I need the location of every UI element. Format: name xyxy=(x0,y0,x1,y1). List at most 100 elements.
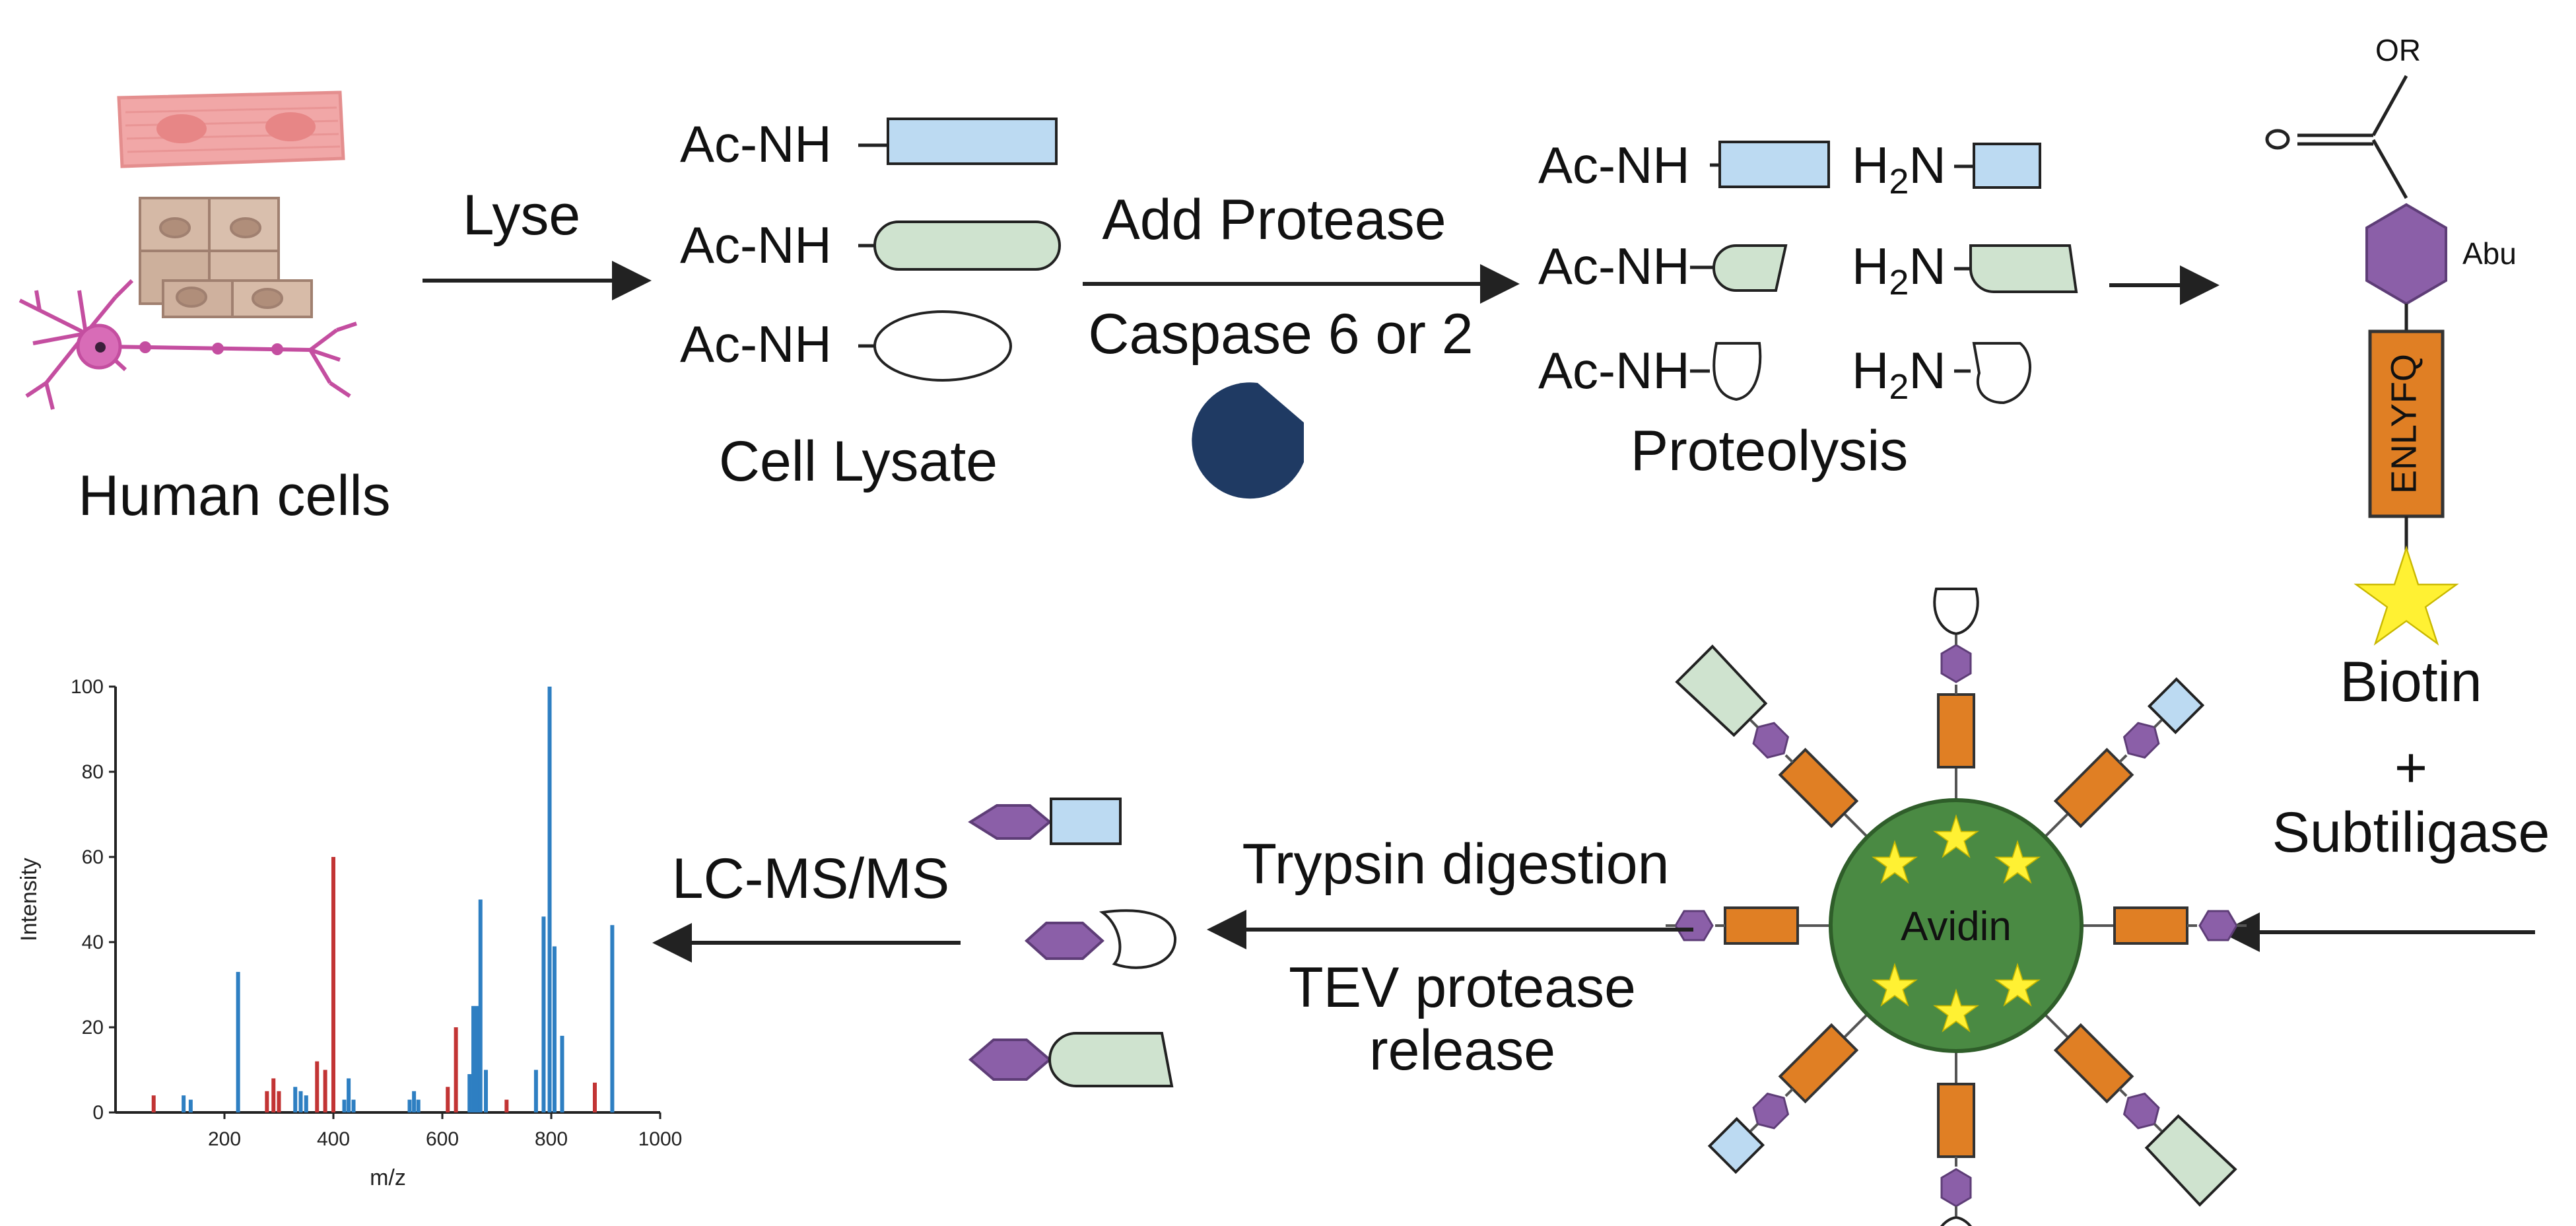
green-fragment-icon xyxy=(1969,244,2078,293)
proteolysis-label: Proteolysis xyxy=(1631,419,1909,483)
human-cells-label: Human cells xyxy=(78,464,390,528)
spectrum-peak xyxy=(293,1087,298,1112)
spectrum-peak xyxy=(478,899,483,1112)
subtiligase-label: Subtiligase xyxy=(2272,801,2550,864)
protease-pacman-icon xyxy=(1192,382,1304,499)
abu-hexagon-icon xyxy=(1025,922,1104,960)
tev-label-line1: TEV protease xyxy=(1289,956,1636,1019)
spectrum-peak xyxy=(304,1095,308,1112)
spectrum-peak xyxy=(533,1070,538,1112)
x-tick-label: 400 xyxy=(317,1128,350,1150)
spectrum-peak xyxy=(182,1095,186,1112)
spectrum-peak xyxy=(277,1091,281,1112)
trypsin-label: Trypsin digestion xyxy=(1242,833,1670,896)
blue-protein-icon xyxy=(1707,1116,1765,1175)
mass-spectrum-chart: 200 400 600 800 1000 0 20 40 60 80 100 m/z Intensi… xyxy=(17,676,682,1190)
spectrum-peak xyxy=(552,946,557,1112)
green-peptide-icon xyxy=(1048,1032,1174,1087)
spectrum-peak xyxy=(298,1091,303,1112)
spectrum-peak xyxy=(446,1087,450,1112)
biotin-star-icon xyxy=(2356,548,2457,644)
green-protein-icon xyxy=(1675,644,1768,737)
cell-lysate-label: Cell Lysate xyxy=(719,430,998,493)
blue-peptide-icon xyxy=(1050,798,1122,845)
y-tick-label: 60 xyxy=(82,846,104,868)
neuron-icon xyxy=(18,279,357,410)
muscle-cell-icon xyxy=(117,90,345,168)
spectrum-peak xyxy=(610,925,615,1112)
white-fragment-icon xyxy=(1712,342,1762,401)
spectrum-peak xyxy=(315,1061,320,1112)
or-label: OR xyxy=(2375,33,2421,67)
spectrum-peak xyxy=(471,1005,476,1112)
y-tick-label: 0 xyxy=(92,1102,104,1124)
spectrum-peak xyxy=(475,1005,479,1112)
avidin-label: Avidin xyxy=(1901,904,2012,949)
biotin-label: Biotin xyxy=(2340,650,2482,714)
spectrum-peak xyxy=(151,1095,156,1112)
proteolysis-fragments: Ac-NH H2N Ac-NH H2N Ac-NH H2N xyxy=(1538,136,2078,407)
ac-nh-label: Ac-NH xyxy=(680,216,832,274)
abu-hexagon-icon xyxy=(968,1039,1052,1081)
blue-protein-icon xyxy=(2147,677,2205,735)
carbonyl-oxygen-icon xyxy=(2265,129,2290,150)
spectrum-peak xyxy=(323,1070,327,1112)
spectrum-peak xyxy=(541,916,546,1112)
spectrum-peak xyxy=(484,1070,488,1112)
abu-label: Abu xyxy=(2462,236,2517,271)
spectrum-peak xyxy=(593,1082,597,1112)
y-tick-label: 100 xyxy=(71,676,104,698)
x-axis-label: m/z xyxy=(370,1165,406,1190)
lcms-label: LC-MS/MS xyxy=(672,847,949,910)
h2n-label: H2N xyxy=(1852,237,1946,302)
white-fragment-icon xyxy=(1972,342,2031,405)
spectrum-peak xyxy=(416,1099,421,1112)
tev-label-line2: release xyxy=(1369,1019,1555,1082)
white-protein-icon xyxy=(1933,588,1979,636)
spectrum-peak xyxy=(347,1078,351,1112)
spectrum-peak xyxy=(271,1078,276,1112)
green-protein-icon xyxy=(2144,1114,2237,1207)
spectrum-peak xyxy=(412,1091,417,1112)
spectrum-peak xyxy=(560,1035,564,1112)
enlyfq-linker-icon xyxy=(2368,329,2445,518)
green-protein-icon xyxy=(873,221,1061,271)
released-peptides xyxy=(968,798,1177,1087)
spectrum-peak xyxy=(547,687,552,1112)
white-protein-icon xyxy=(1940,1215,1973,1226)
x-tick-label: 600 xyxy=(426,1128,459,1150)
ac-nh-label: Ac-NH xyxy=(680,315,832,373)
spectrum-peak xyxy=(331,857,335,1112)
abu-hexagon-icon xyxy=(2365,203,2447,306)
y-axis-label: Intensity xyxy=(17,858,42,941)
y-tick-label: 20 xyxy=(82,1017,104,1039)
x-tick-label: 200 xyxy=(208,1128,241,1150)
x-tick-label: 800 xyxy=(535,1128,568,1150)
ac-nh-label: Ac-NH xyxy=(680,115,832,173)
plus-label: + xyxy=(2394,736,2427,800)
cell-lysate-proteins: Ac-NH Ac-NH Ac-NH xyxy=(680,115,1061,382)
h2n-label: H2N xyxy=(1852,341,1946,407)
peptide-label: ENLYFQ xyxy=(2384,354,2423,494)
spectrum-peak xyxy=(265,1091,269,1112)
avidin-bead-assembly: Avidin xyxy=(1664,588,2248,1226)
blue-fragment-icon xyxy=(1718,141,1830,188)
spectrum-peak xyxy=(467,1073,472,1112)
ac-nh-label: Ac-NH xyxy=(1538,341,1690,399)
y-tick-label: 80 xyxy=(82,761,104,783)
green-fragment-icon xyxy=(1712,244,1788,292)
y-tick-label: 40 xyxy=(82,932,104,953)
human-cells-illustration xyxy=(18,90,357,410)
spectrum-peak xyxy=(188,1099,193,1112)
ac-nh-label: Ac-NH xyxy=(1538,237,1690,295)
abu-hexagon-icon xyxy=(968,804,1052,840)
white-peptide-icon xyxy=(1099,909,1177,969)
white-protein-icon xyxy=(873,310,1012,382)
lyse-label: Lyse xyxy=(463,184,580,247)
biotin-probe-structure: OR Abu ENLYFQ xyxy=(2265,33,2517,644)
ac-nh-label: Ac-NH xyxy=(1538,136,1690,194)
x-tick-label: 1000 xyxy=(638,1128,683,1150)
spectrum-peak xyxy=(454,1027,458,1112)
spectrum-peak xyxy=(351,1099,356,1112)
